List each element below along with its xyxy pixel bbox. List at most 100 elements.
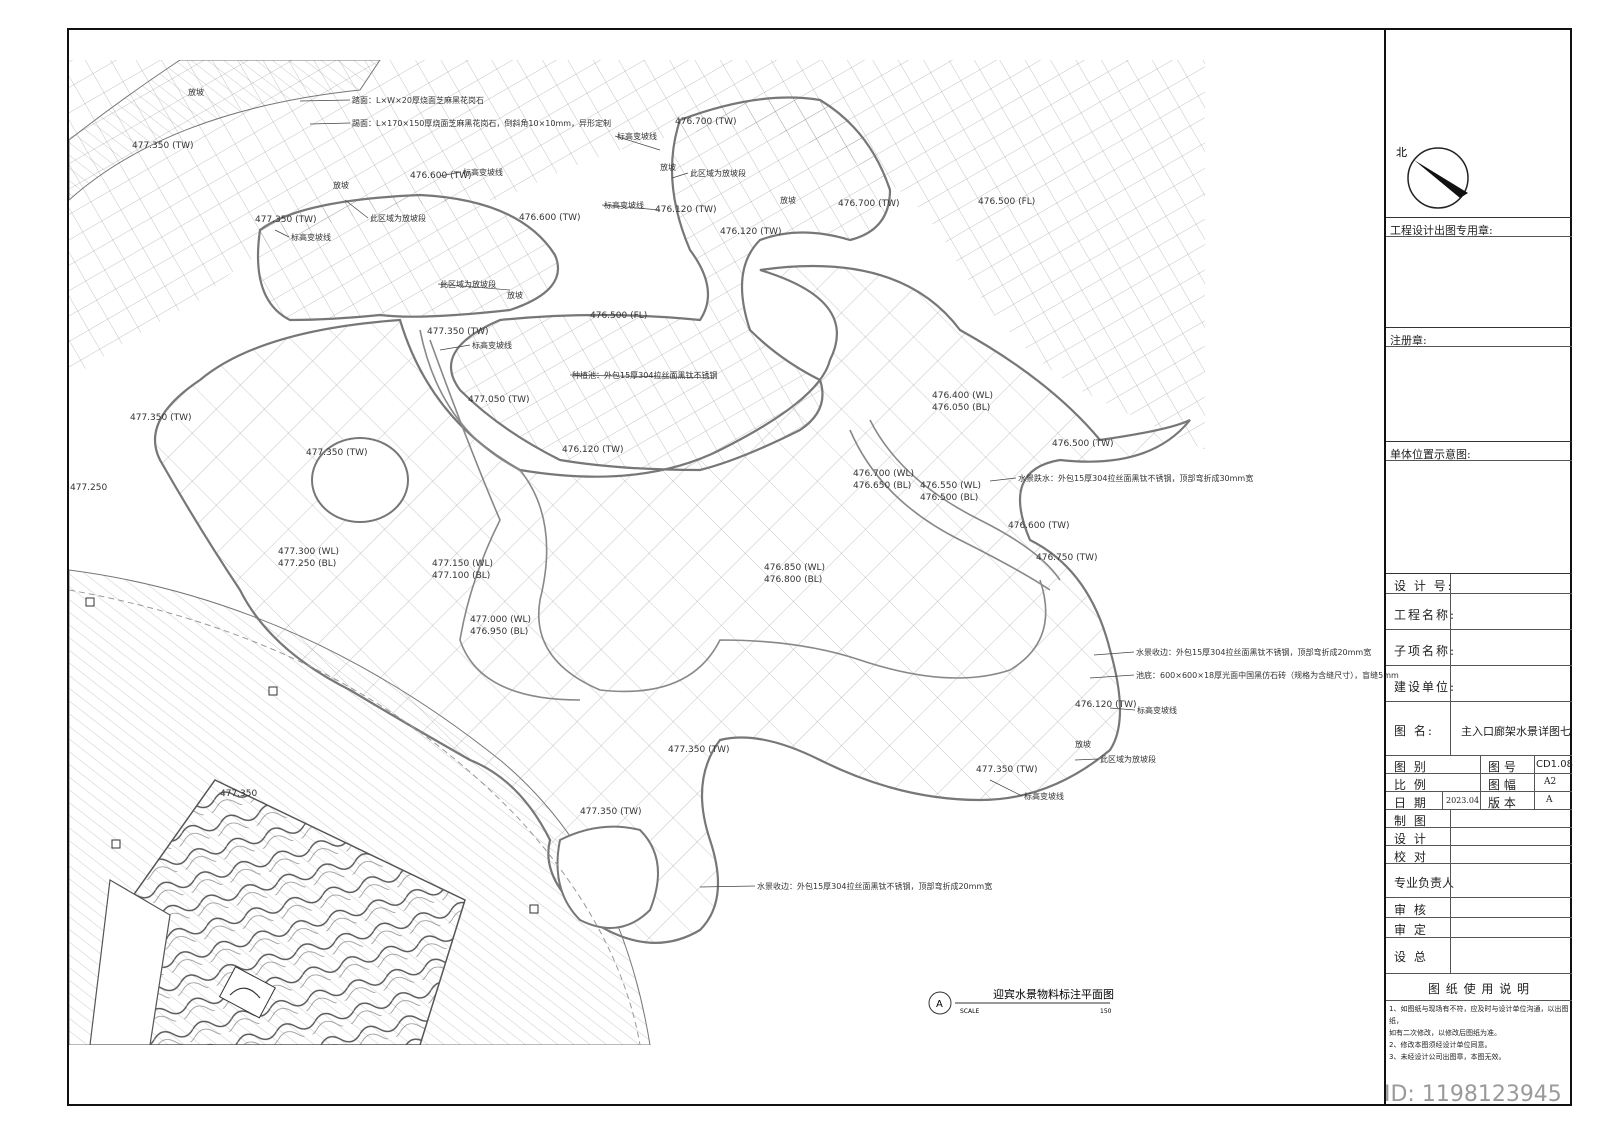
title-block: 工程设计出图专用章: 注册章: 单体位置示意图: 设 计 号: 工程名称: 子项… [1384,28,1573,1106]
elevation-label: 477.350 [220,789,257,799]
annotation-label: 此区域为放坡段 [440,279,496,289]
annotation-label: 标高变坡线 [604,200,644,210]
elevation-label: 476.120 (TW) [720,227,782,237]
leader-line [1074,758,1099,761]
leader-line [1089,674,1135,679]
leader-line [1093,651,1135,656]
annotation-label: 踢面：L×170×150厚烧面芝麻黑花岗石，倒斜角10×10mm，异形定制 [352,118,611,128]
row-drawing-name: 图 名:主入口廊架水景详图七 [1386,702,1572,756]
stamp-label: 工程设计出图专用章: [1390,224,1493,237]
elevation-label: 476.550 (WL) [920,481,981,491]
leader-line [299,99,351,102]
row-date: 日 期 2023.04 版 本 A [1386,792,1572,810]
annotation-label: 标高变坡线 [1024,791,1064,801]
elevation-label: 477.350 (TW) [976,765,1038,775]
elevation-label: 476.120 (TW) [562,445,624,455]
elevation-label: 476.600 (TW) [519,213,581,223]
annotation-label: 标高变坡线 [617,131,657,141]
leader-line [439,344,471,351]
usage-notes: 图 纸 使 用 说 明 1、如图纸与现场有不符，应及时与设计单位沟通，以出图纸，… [1386,974,1572,1104]
elevation-label: 477.250 [70,483,107,493]
annotation-label: 水景跌水：外包15厚304拉丝面黑钛不锈钢，顶部弯折成30mm宽 [1018,473,1253,483]
annotation-label: 放坡 [333,180,349,190]
annotation-label: 标高变坡线 [472,340,512,350]
annotation-label: 标高变坡线 [1137,705,1177,715]
usage-line: 1、如图纸与现场有不符，应及时与设计单位沟通，以出图纸， [1389,1005,1569,1025]
leader-line [439,171,462,177]
drawing-name-value: 主入口廊架水景详图七 [1461,725,1571,738]
number-value: CD1.08 [1536,759,1573,770]
elevation-label: 477.000 (WL) [470,615,531,625]
north-label: 北 [1396,146,1407,159]
drawing-title: 迎宾水景物料标注平面图 [993,987,1114,1001]
leader-line [437,283,511,291]
elevation-label: 477.250 (BL) [278,559,336,569]
stamp-cell: 工程设计出图专用章: [1386,218,1572,328]
size-value: A2 [1544,777,1557,787]
elevation-label: 476.750 (TW) [1036,553,1098,563]
drawing-frame [67,28,1572,1106]
leader-line [699,885,756,888]
register-cell: 注册章: [1386,328,1572,442]
row-ratio: 比 例 图 幅 A2 [1386,774,1572,792]
elevation-label: 477.350 (TW) [580,807,642,817]
elevation-label: 476.500 (FL) [590,311,647,321]
row-client: 建设单位: [1386,666,1572,702]
elevation-label: 477.150 (WL) [432,559,493,569]
scale-value: 150 [1100,1008,1112,1015]
leader-line [601,204,661,211]
annotation-label: 标高变坡线 [463,167,503,177]
elevation-label: 477.350 (TW) [132,141,194,151]
elevation-label: 476.120 (TW) [655,205,717,215]
elevation-label: 476.400 (WL) [932,391,993,401]
annotation-label: 水景收边：外包15厚304拉丝面黑钛不锈钢，顶部弯折成20mm宽 [1136,647,1371,657]
elevation-label: 476.500 (TW) [1052,439,1114,449]
elevation-label: 476.700 (TW) [838,199,900,209]
annotation-label: 此区域为放坡段 [370,213,426,223]
location-cell: 单体位置示意图: [1386,442,1572,574]
usage-line: 2、修改本图须经设计单位同意。 [1389,1041,1492,1049]
annotation-label: 此区域为放坡段 [1100,754,1156,764]
row-check: 校 对 [1386,846,1572,864]
elevation-label: 477.350 (TW) [668,745,730,755]
row-sub-item: 子项名称: [1386,630,1572,666]
elevation-label: 477.300 (WL) [278,547,339,557]
annotation-label: 种植池：外包15厚304拉丝面黑钛不锈钢 [572,370,717,380]
row-lead: 专业负责人 [1386,864,1572,898]
row-design-no: 设 计 号: [1386,574,1572,594]
annotation-label: 放坡 [1075,739,1091,749]
leader-line [989,477,1017,482]
row-chief: 设 总 [1386,938,1572,974]
title-callout-circle [928,991,952,1015]
elevation-label: 476.600 (TW) [1008,521,1070,531]
annotation-label: 池底：600×600×18厚光面中国黑仿石砖（规格为含缝尺寸），盲缝5mm [1136,670,1399,680]
north-cell [1386,28,1572,218]
annotation-label: 踏面：L×W×20厚烧面芝麻黑花岗石 [352,95,484,105]
register-label: 注册章: [1390,334,1427,347]
elevation-label: 477.050 (TW) [468,395,530,405]
leader-line [309,122,351,125]
annotation-labels: 踏面：L×W×20厚烧面芝麻黑花岗石踢面：L×170×150厚烧面芝麻黑花岗石，… [188,87,1399,891]
elevation-label: 476.120 (TW) [1075,700,1137,710]
elevation-label: 477.350 (TW) [306,448,368,458]
location-label: 单体位置示意图: [1390,448,1471,461]
leader-line [344,199,369,219]
id-text: ID: 1198123945 [1384,1082,1562,1107]
leader-line [614,135,661,151]
annotation-label: 此区域为放坡段 [690,168,746,178]
row-review: 审 核 [1386,898,1572,918]
date-value: 2023.04 [1446,796,1480,805]
row-design: 设 计 [1386,828,1572,846]
row-draw: 制 图 [1386,810,1572,828]
elevation-label: 477.350 (TW) [255,215,317,225]
usage-line: 3、未经设计公司出图章，本图无效。 [1389,1053,1506,1061]
leader-line [1109,707,1136,711]
elevation-label: 476.500 (BL) [920,493,978,503]
leader-line [989,779,1023,797]
elevation-label: 477.350 (TW) [130,413,192,423]
elevation-labels: 477.350 (TW) 476.600 (TW) 477.350 (TW) 476.… [70,117,1137,817]
elevation-label: 476.700 (WL) [853,469,914,479]
usage-lines: 1、如图纸与现场有不符，应及时与设计单位沟通，以出图纸，如有二次修改，以修改后图… [1386,1003,1572,1063]
